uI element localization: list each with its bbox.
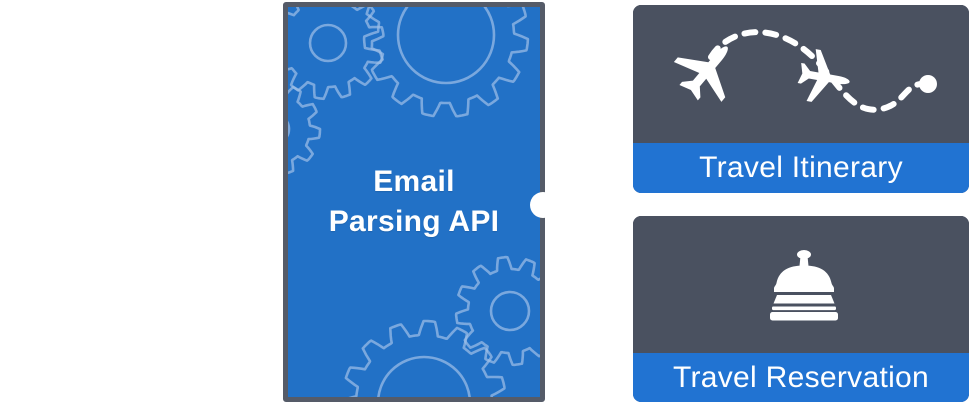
gears-pattern xyxy=(288,7,540,397)
api-box-title: Email Parsing API xyxy=(288,7,540,397)
api-title-line-2: Parsing API xyxy=(328,205,500,238)
dashed-route xyxy=(708,29,924,113)
card-travel-itinerary[interactable]: Travel Itinerary xyxy=(633,5,969,193)
flight-path-art xyxy=(673,29,937,113)
flight-path-icon xyxy=(633,5,969,143)
connector-dot xyxy=(530,192,556,218)
service-bell-icon xyxy=(633,216,969,353)
route-destination-dot xyxy=(919,75,937,93)
card-label: Travel Itinerary xyxy=(699,151,903,184)
email-parsing-api-box: Email Parsing API xyxy=(283,2,545,402)
card-label-bar[interactable]: Travel Reservation xyxy=(633,353,969,402)
card-label-bar[interactable]: Travel Itinerary xyxy=(633,143,969,193)
service-bell-art xyxy=(770,250,838,321)
card-label: Travel Reservation xyxy=(672,360,930,394)
airplane-icon xyxy=(797,49,850,102)
card-travel-reservation[interactable]: Travel Reservation xyxy=(633,216,969,402)
api-title-line-1: Email xyxy=(373,165,455,198)
airplane-icon xyxy=(673,46,728,102)
